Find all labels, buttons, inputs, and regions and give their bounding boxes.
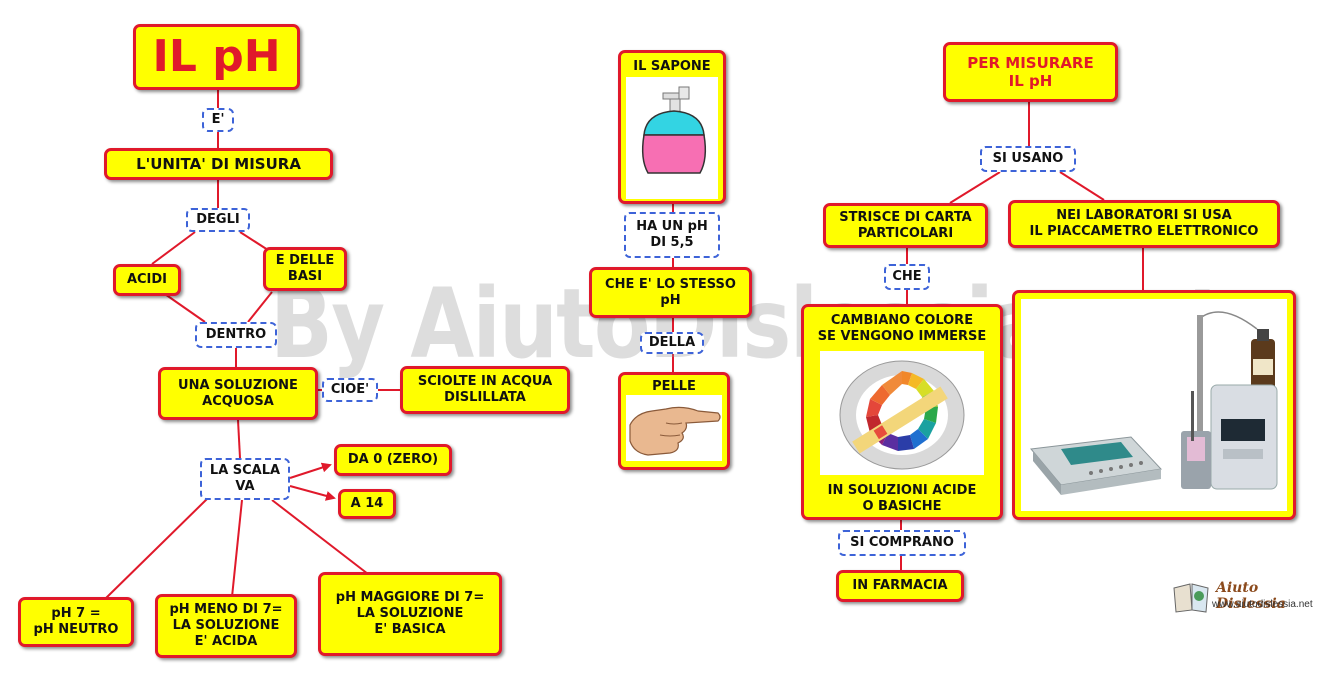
laboratory-meter: NEI LABORATORI SI USA IL PIACCAMETRO ELE… <box>1008 200 1280 248</box>
from-zero: DA 0 (ZERO) <box>334 444 452 476</box>
ph-meter-icon <box>1030 311 1278 495</box>
same-ph: CHE E' LO STESSO pH <box>589 267 752 318</box>
skin-label: PELLE <box>652 379 696 394</box>
bases: E DELLE BASI <box>263 247 347 291</box>
soap-dispenser-icon <box>641 86 707 174</box>
paper-strips: STRISCE DI CARTA PARTICOLARI <box>823 203 988 248</box>
soap-image <box>626 77 718 199</box>
link-scale: LA SCALA VA <box>200 458 290 500</box>
basic-ph: pH MAGGIORE DI 7= LA SOLUZIONE E' BASICA <box>318 572 502 656</box>
acidic-ph: pH MENO DI 7= LA SOLUZIONE E' ACIDA <box>155 594 297 658</box>
aiutodislessia-logo: Aiuto Dislessia www.aiutodislessia.net <box>1172 578 1328 616</box>
link-cioe: CIOE' <box>322 378 378 402</box>
ph-paper-image <box>820 351 984 475</box>
color-change-label: CAMBIANO COLORE SE VENGONO IMMERSE <box>817 313 987 344</box>
link-ph-value: HA UN pH DI 5,5 <box>624 212 720 258</box>
link-che: CHE <box>884 264 930 290</box>
ph-paper-icon <box>839 360 965 470</box>
skin-panel: PELLE <box>618 372 730 470</box>
measure-title: PER MISURARE IL pH <box>943 42 1118 102</box>
distilled-water: SCIOLTE IN ACQUA DISLILLATA <box>400 366 570 414</box>
book-icon <box>1173 583 1209 613</box>
soap-label: IL SAPONE <box>633 59 711 74</box>
link-si-usano: SI USANO <box>980 146 1076 172</box>
pointing-hand-icon <box>629 406 721 456</box>
solutions-label: IN SOLUZIONI ACIDE O BASICHE <box>827 483 977 514</box>
link-si-comprano: SI COMPRANO <box>838 530 966 556</box>
link-dentro: DENTRO <box>195 322 277 348</box>
link-e: E' <box>202 108 234 132</box>
neutral-ph: pH 7 = pH NEUTRO <box>18 597 134 647</box>
meter-panel <box>1012 290 1296 520</box>
strips-panel: CAMBIANO COLORE SE VENGONO IMMERSE <box>801 304 1003 520</box>
ph-meter-image <box>1021 299 1287 511</box>
unit-of-measure: L'UNITA' DI MISURA <box>104 148 333 180</box>
logo-brand: Aiuto Dislessia <box>1216 580 1286 612</box>
title-il-ph: IL pH <box>133 24 300 90</box>
to-fourteen: A 14 <box>338 489 396 519</box>
logo-url: www.aiutodislessia.net <box>1212 599 1313 610</box>
link-degli: DEGLI <box>186 208 250 232</box>
soap-panel: IL SAPONE <box>618 50 726 204</box>
link-della: DELLA <box>640 332 704 354</box>
skin-image <box>626 395 722 461</box>
pharmacy: IN FARMACIA <box>836 570 964 602</box>
aqueous-solution: UNA SOLUZIONE ACQUOSA <box>158 367 318 420</box>
acids: ACIDI <box>113 264 181 296</box>
